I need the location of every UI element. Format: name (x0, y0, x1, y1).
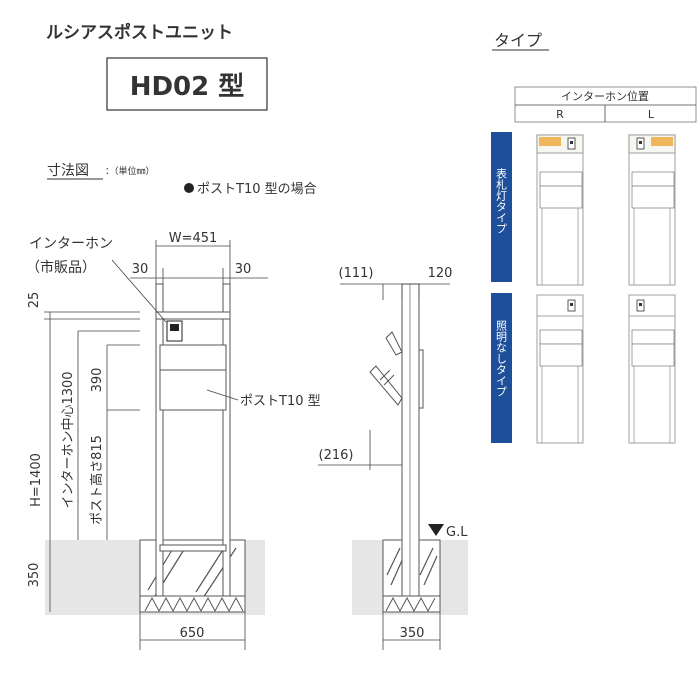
model-box (106, 57, 268, 111)
row2-label-bg (491, 293, 512, 443)
type-thumb-lamp-l (628, 134, 676, 286)
label-margin-left: 30 (132, 262, 149, 277)
col-r: R (556, 108, 564, 121)
label-side-depth-2: 120 (428, 266, 453, 281)
section-title: 寸法図 (47, 163, 89, 179)
table-header: インターホン位置 (561, 89, 649, 103)
row2-label: 照明なしタイプ (495, 320, 508, 397)
gravel-front (139, 595, 246, 613)
label-intercom-center: インターホン中心1300 (61, 371, 76, 508)
label-intercom-2: （市販品） (26, 259, 96, 276)
post-right (222, 283, 231, 597)
gravel-side-pattern (385, 596, 436, 613)
product-name: ルシアスポストユニット (46, 22, 233, 43)
model-label: HD02 型 (130, 72, 245, 102)
gravel-pattern (144, 596, 244, 613)
types-table (514, 86, 697, 123)
label-height: H=1400 (29, 453, 44, 507)
type-thumb-lamp-r (536, 134, 584, 286)
types-title: タイプ (494, 31, 542, 50)
label-base-width: 650 (180, 626, 205, 641)
type-thumb-plain-l (628, 294, 676, 444)
label-margin-right: 30 (235, 262, 252, 277)
col-l: L (648, 108, 655, 121)
type-thumb-plain-r (536, 294, 584, 444)
label-post-type: ポストT10 型 (240, 394, 321, 409)
label-side-base: 350 (400, 626, 425, 641)
label-intercom-1: インターホン (29, 236, 113, 252)
label-post-box: 390 (90, 368, 105, 393)
side-hatch (386, 547, 438, 586)
label-post-height: ポスト高さ815 (89, 435, 105, 525)
unit-note: ：（単位㎜） (105, 165, 155, 177)
mailbox-flap (159, 344, 227, 371)
post-left (155, 283, 164, 597)
label-side-offset: (216) (319, 448, 354, 463)
label-side-depth-1: (111) (339, 266, 374, 281)
label-width: W=451 (169, 231, 218, 246)
label-ground-level: G.L (446, 525, 468, 540)
label-top: 25 (27, 292, 42, 309)
variant-bullet (184, 183, 194, 193)
top-plate (155, 311, 231, 320)
row1-label-bg (491, 132, 512, 282)
crossbar (159, 544, 227, 552)
side-open-flap (369, 331, 403, 406)
row1-label: 表札灯タイプ (495, 167, 508, 234)
side-mailbox (418, 349, 424, 409)
label-depth-base: 350 (27, 563, 42, 588)
side-post (401, 283, 420, 597)
side-dimension-lines (318, 283, 450, 650)
gl-marker (428, 524, 444, 536)
mailbox-body (159, 369, 227, 411)
intercom-camera (170, 324, 179, 331)
variant-note: ポストT10 型の場合 (197, 182, 317, 197)
front-dimension-lines (44, 240, 268, 650)
